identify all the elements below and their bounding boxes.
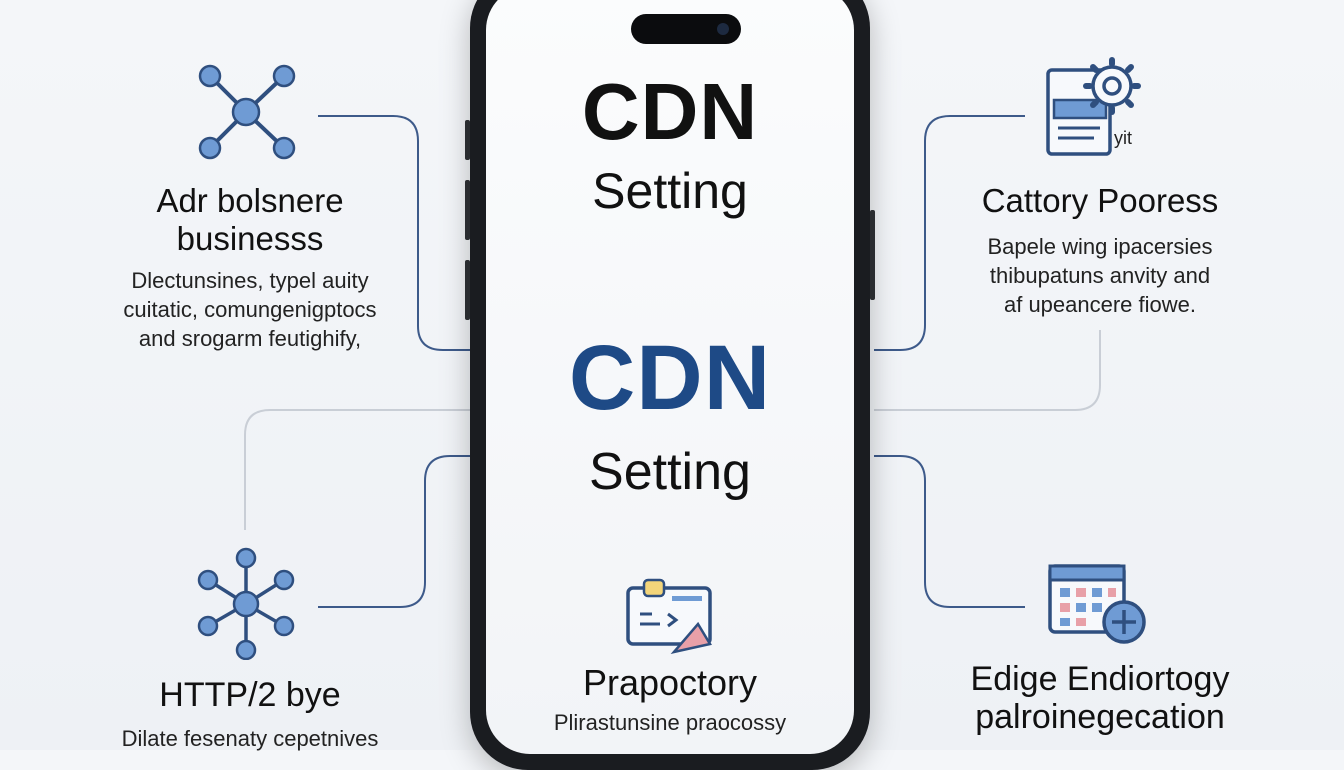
right-bottom-heading-1: Edige Endiortogy: [970, 660, 1230, 698]
phone-bottom-desc: Plirastunsine praocossy: [553, 710, 787, 735]
settings-document-icon: yit: [1040, 56, 1150, 160]
phone-notch: [631, 14, 741, 44]
right-bottom-block: Edige Endiortogy palroinegecation: [935, 660, 1265, 736]
connector-lines: [244, 115, 1101, 608]
left-bottom-heading: HTTP/2 bye: [159, 676, 341, 714]
settings-document-label: yit: [1114, 128, 1132, 148]
id-card-icon: [626, 578, 712, 654]
left-top-desc-1: Dlectunsines, typel auity: [131, 268, 369, 293]
phone-bottom-heading: Prapoctory: [582, 662, 758, 703]
phone-volume-up: [465, 180, 470, 240]
phone-volume-down: [465, 260, 470, 320]
left-top-heading-1: Adr bolsnere: [156, 182, 344, 219]
left-bottom-desc: Dilate fesenaty cepetnives: [121, 726, 379, 751]
phone-device: CDN Setting CDN Setting Prapoctory Plira…: [465, 0, 875, 770]
phone-subtitle-2: Setting: [589, 443, 751, 501]
network-cluster-icon: [197, 547, 295, 660]
right-top-block: Cattory Pooress Bapele wing ipacersies t…: [940, 182, 1260, 319]
right-top-desc-2: thibupatuns anvity and: [989, 263, 1211, 288]
right-top-desc-1: Bapele wing ipacersies: [987, 234, 1213, 259]
phone-side-button: [465, 120, 470, 160]
left-top-desc-2: cuitatic, comungenigptocs: [123, 297, 377, 322]
phone-power-button: [870, 210, 875, 300]
phone-title-1: CDN: [581, 67, 759, 156]
phone-title-2: CDN: [568, 327, 772, 429]
left-top-desc-3: and srogarm feutighify,: [138, 326, 362, 351]
left-bottom-block: HTTP/2 bye Dilate fesenaty cepetnives: [70, 676, 430, 753]
network-hub-icon: [198, 64, 296, 160]
left-top-heading-2: businesss: [176, 220, 324, 257]
camera-icon: [717, 23, 729, 35]
phone-subtitle-1: Setting: [592, 163, 748, 219]
phone-screen: CDN Setting CDN Setting Prapoctory Plira…: [486, 0, 854, 754]
right-top-heading: Cattory Pooress: [981, 182, 1219, 219]
right-top-desc-3: af upeancere fiowe.: [1003, 292, 1197, 317]
calendar-add-icon: [1048, 564, 1146, 644]
right-bottom-heading-2: palroinegecation: [975, 698, 1225, 736]
left-top-block: Adr bolsnere businesss Dlectunsines, typ…: [80, 182, 420, 353]
